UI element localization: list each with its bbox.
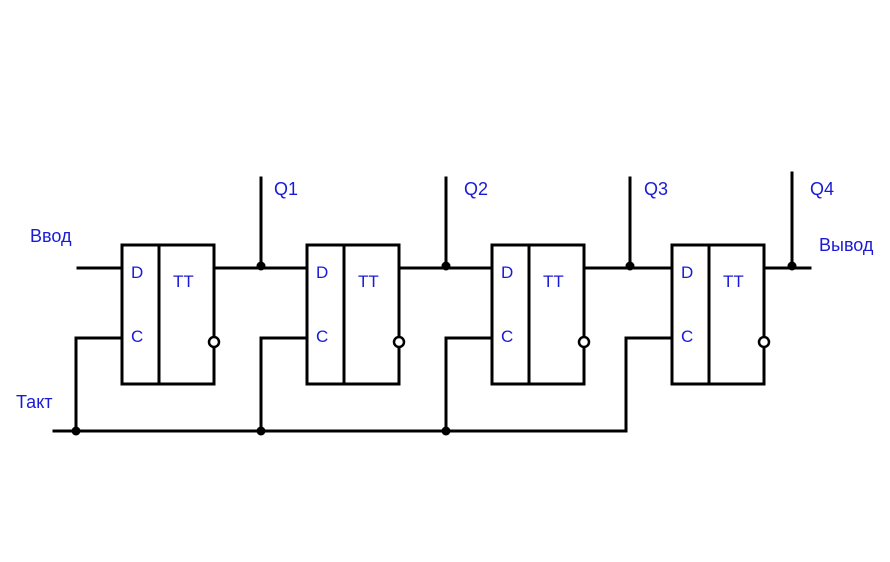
flipflop-2-body: [305, 243, 401, 386]
q4-label: Q4: [810, 179, 834, 199]
flipflop-1-c-pin: C: [131, 327, 143, 346]
flipflop-2-type: TT: [358, 272, 379, 291]
flipflop-3-type: TT: [543, 272, 564, 291]
flipflop-2-inverted-output-icon: [392, 335, 406, 349]
clock-junction-2: [256, 426, 266, 436]
flipflop-1-inverted-output-icon: [207, 335, 221, 349]
flipflop-2-d-pin: D: [316, 263, 328, 282]
q1-junction: [256, 261, 266, 271]
flipflop-1: D C TT: [120, 243, 221, 386]
clock-branch-3: [444, 336, 494, 433]
input-label: Ввод: [30, 226, 72, 246]
q3-label: Q3: [644, 179, 668, 199]
output-label: Вывод: [819, 235, 874, 255]
clock-branch-1: [74, 336, 124, 433]
q2-label: Q2: [464, 179, 488, 199]
flipflop-2-c-pin: C: [316, 327, 328, 346]
flipflop-3-inverted-output-icon: [577, 335, 591, 349]
q4-junction: [787, 261, 797, 271]
flipflop-1-type: TT: [173, 272, 194, 291]
flipflop-3-body: [490, 243, 586, 386]
q1-label: Q1: [274, 179, 298, 199]
flipflop-3-c-pin: C: [501, 327, 513, 346]
flipflop-4-body: [670, 243, 766, 386]
clock-junction-1: [71, 426, 81, 436]
clock-branch-4: [624, 336, 674, 433]
flipflop-1-d-pin: D: [131, 263, 143, 282]
flipflop-4-d-pin: D: [681, 263, 693, 282]
flipflop-3-d-pin: D: [501, 263, 513, 282]
q3-junction: [625, 261, 635, 271]
flipflop-1-body: [120, 243, 216, 386]
clock-label: Такт: [16, 392, 53, 412]
clock-branch-2: [259, 336, 309, 433]
clock-junction-3: [441, 426, 451, 436]
flipflop-2: D C TT: [305, 243, 406, 386]
flipflop-4: D C TT: [670, 243, 771, 386]
q2-junction: [441, 261, 451, 271]
flipflop-3: D C TT: [490, 243, 591, 386]
flipflop-4-inverted-output-icon: [757, 335, 771, 349]
flipflop-4-c-pin: C: [681, 327, 693, 346]
flipflop-4-type: TT: [723, 272, 744, 291]
